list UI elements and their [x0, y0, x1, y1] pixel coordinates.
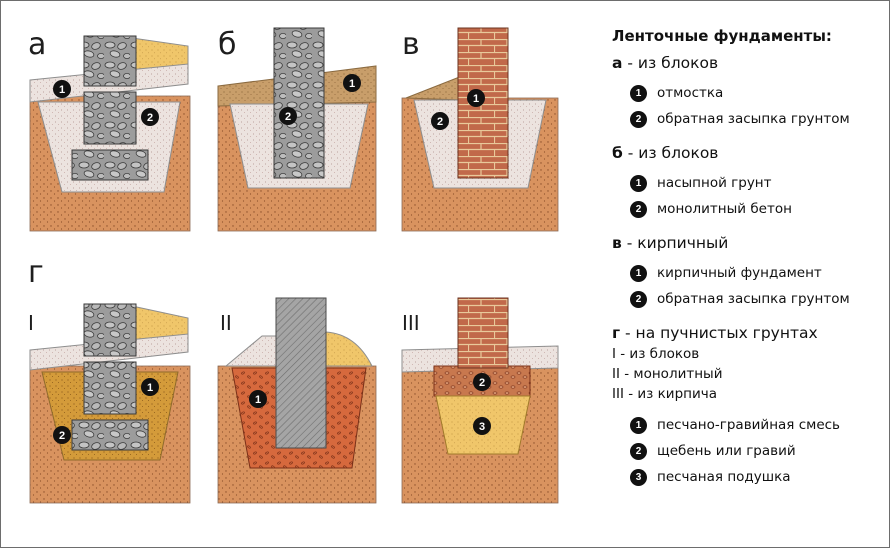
- label-i: I: [28, 311, 34, 335]
- marker-1: 1: [141, 378, 159, 396]
- legend-subtype: II - монолитный: [612, 366, 723, 382]
- sand-mound: [325, 331, 373, 367]
- svg-text:2: 2: [437, 116, 443, 128]
- marker-icon: 3: [630, 468, 647, 486]
- foundation-block: [83, 303, 137, 357]
- label-ii: II: [220, 311, 232, 335]
- marker-1: 1: [467, 89, 485, 107]
- foundation-block: [83, 35, 137, 87]
- svg-text:3: 3: [479, 421, 485, 433]
- panel-ii: II 1: [217, 297, 377, 504]
- marker-1: 1: [53, 80, 71, 98]
- legend-title: Ленточные фундаменты:: [612, 27, 832, 45]
- marker-2: 2: [53, 426, 71, 444]
- label-g: г: [28, 255, 44, 290]
- marker-2: 2: [141, 108, 159, 126]
- panel-iii: III 2 3: [401, 297, 559, 504]
- svg-text:2: 2: [479, 377, 485, 389]
- marker-icon: 1: [630, 264, 647, 282]
- marker-2: 2: [431, 112, 449, 130]
- fill-soil-left: [224, 335, 277, 367]
- legend-group-v: в - кирпичный: [612, 234, 729, 252]
- label-a: а: [28, 27, 46, 62]
- label-b: б: [218, 27, 237, 62]
- marker-icon: 2: [630, 442, 647, 460]
- panel-a: а 1 2: [28, 27, 191, 232]
- svg-text:1: 1: [59, 84, 65, 96]
- legend-group-b: б - из блоков: [612, 144, 719, 162]
- monolithic-concrete: [275, 297, 327, 449]
- foundation-pad-block: [71, 419, 149, 451]
- marker-2: 2: [473, 373, 491, 391]
- svg-text:1: 1: [349, 78, 355, 90]
- label-iii: III: [402, 311, 420, 335]
- marker-icon: 2: [630, 110, 647, 128]
- legend-group-a: а - из блоков: [612, 54, 719, 72]
- panel-v: в 1 2: [401, 27, 559, 232]
- foundation-block: [83, 91, 137, 145]
- panel-i: I 1 2: [28, 303, 191, 504]
- svg-text:1: 1: [255, 394, 261, 406]
- marker-icon: 1: [630, 84, 647, 102]
- legend-subtype: III - из кирпича: [612, 386, 717, 402]
- svg-text:2: 2: [285, 111, 291, 123]
- marker-2: 2: [279, 107, 297, 125]
- fill-soil: [405, 75, 463, 101]
- marker-1: 1: [343, 74, 361, 92]
- marker-icon: 2: [630, 290, 647, 308]
- marker-icon: 1: [630, 416, 647, 434]
- legend-group-g: г - на пучнистых грунтах: [612, 324, 818, 342]
- foundation-block: [83, 361, 137, 415]
- svg-text:1: 1: [473, 93, 479, 105]
- brick-foundation: [457, 297, 509, 369]
- foundation-pad-block: [71, 149, 149, 181]
- legend-subtype: I - из блоков: [612, 346, 700, 362]
- marker-3: 3: [473, 417, 491, 435]
- panel-b: б 1 2: [217, 27, 377, 232]
- marker-icon: 1: [630, 174, 647, 192]
- marker-1: 1: [249, 390, 267, 408]
- svg-text:1: 1: [147, 382, 153, 394]
- monolithic-concrete: [273, 27, 325, 179]
- label-v: в: [402, 27, 420, 62]
- svg-text:2: 2: [147, 112, 153, 124]
- svg-text:2: 2: [59, 430, 65, 442]
- marker-icon: 2: [630, 200, 647, 218]
